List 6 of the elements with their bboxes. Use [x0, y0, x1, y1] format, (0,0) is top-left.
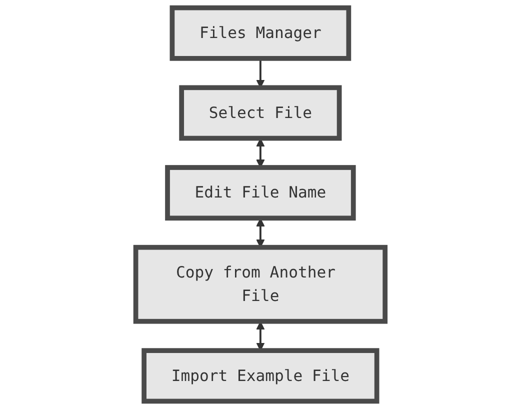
node-box: Import Example File [142, 348, 380, 404]
node-box: Select File [179, 85, 342, 141]
node-box: Edit File Name [165, 165, 356, 221]
arrow [256, 321, 265, 351]
node-box: Copy from Another File [133, 244, 388, 324]
node-box: Files Manager [170, 5, 352, 61]
